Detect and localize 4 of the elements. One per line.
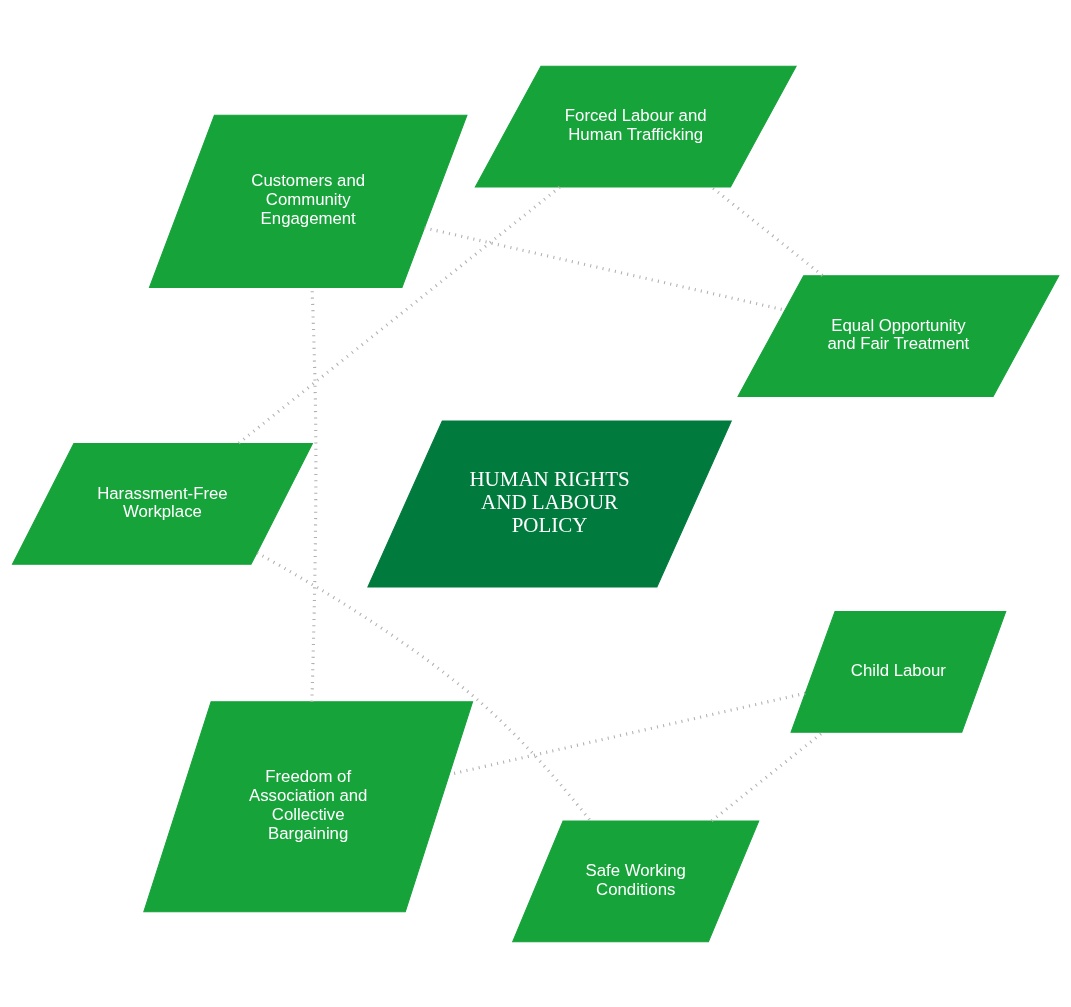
connector [710, 730, 824, 822]
connector [237, 185, 561, 445]
connector [256, 551, 592, 822]
connector [710, 185, 824, 277]
